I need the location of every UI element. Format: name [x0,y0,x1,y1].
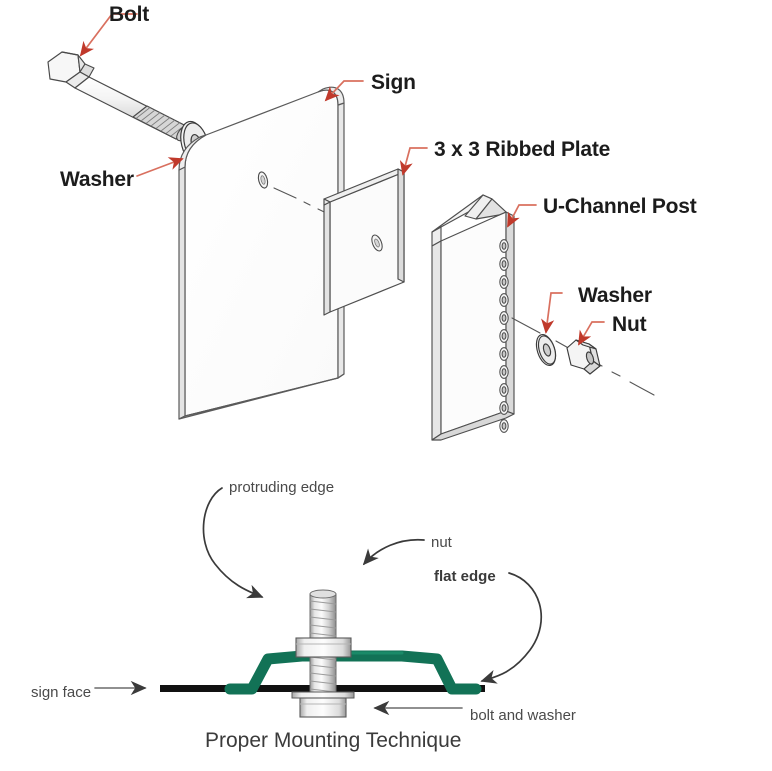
hex-nut [566,339,601,375]
label-washer-left: Washer [60,168,134,191]
label-bolt-and-washer: bolt and washer [470,707,576,724]
label-nut: Nut [612,313,647,336]
flat-washer-right [535,333,557,367]
leader-washer-left [136,157,184,177]
leader-u-channel [507,204,537,228]
sign-mounting-hole [257,171,269,189]
leader-nut [578,321,605,346]
leader-bolt [79,13,138,57]
sign-panel [178,86,345,420]
bolt-washer-section [291,691,355,699]
proper-mounting-technique-view: protruding edge nut flat edge sign face … [0,460,772,771]
label-bolt: Bolt [109,3,150,26]
figure-title-proper-mounting: Proper Mounting Technique [205,729,462,752]
label-washer-right: Washer [578,284,652,307]
leader-protruding-edge [202,487,264,599]
leader-washer-right [541,292,563,334]
leader-flat-edge [480,572,543,684]
section-leader-lines [202,487,543,684]
exploded-assembly-view: Bolt Washer Sign 3 x 3 Ribbed Plate U-Ch… [47,3,697,441]
label-u-channel-post: U-Channel Post [543,195,697,218]
bolt-shank-top [309,589,337,599]
leader-nut [362,538,425,566]
hex-head-bolt [47,51,191,140]
ribbed-plate-hole [371,234,383,252]
leader-lines [79,13,605,346]
hex-nut-top [295,637,352,658]
ribbed-plate-3x3 [323,168,405,316]
bolt-head-section [299,697,347,718]
label-sign-face: sign face [31,684,92,701]
leader-sign [324,80,364,102]
bolt-thread-ridges [135,107,186,137]
label-flat-edge: flat edge [434,568,496,585]
ribbed-plate-cross-section [224,650,482,695]
label-sign: Sign [371,71,416,94]
u-channel-hole-column [499,239,509,433]
label-protruding-edge: protruding edge [229,479,335,496]
label-nut-section: nut [431,534,452,551]
section-view-canvas [94,487,543,718]
exploded-view-canvas [47,13,655,441]
label-ribbed-plate: 3 x 3 Ribbed Plate [434,138,611,161]
leader-ribbed-plate [399,147,428,176]
